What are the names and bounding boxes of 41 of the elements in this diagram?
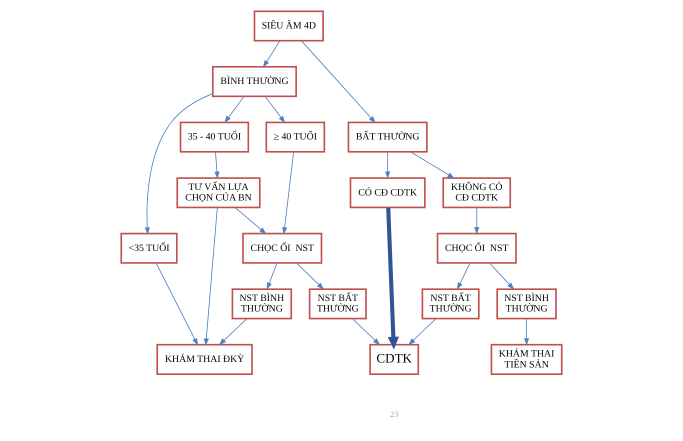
arrow [264, 96, 286, 124]
arrow [218, 318, 248, 346]
arrow [301, 40, 376, 124]
arrow [156, 262, 198, 346]
arrow [234, 207, 267, 234]
node-box: CDTK [369, 344, 420, 375]
arrow [386, 208, 399, 350]
node-box: SIÊU ÂM 4D [254, 10, 324, 42]
node-box: TƯ VẤN LỰA CHỌN CỦA BN [176, 177, 261, 208]
arrow [456, 262, 470, 290]
arrow [144, 93, 214, 235]
arrow [224, 96, 244, 124]
node-box: ≥ 40 TUỔI [266, 122, 326, 153]
arrow [474, 207, 480, 234]
node-box: CHỌC ỐI NST [436, 232, 517, 264]
arrow [408, 318, 436, 346]
arrow [296, 262, 324, 290]
arrow [214, 152, 220, 179]
arrow [204, 207, 218, 346]
arrow [524, 318, 530, 346]
arrow [489, 262, 514, 290]
arrow [266, 262, 278, 290]
node-box: KHÁM THAI ĐKỲ [156, 344, 253, 375]
label: 23 [390, 410, 398, 420]
arrow [410, 152, 455, 179]
node-box: CHỌC ỐI NST [242, 232, 322, 264]
node-box: <35 TUỔI [120, 232, 178, 264]
arrow [262, 40, 280, 68]
node-box: KHÔNG CÓ CĐ CDTK [442, 177, 512, 208]
node-box: 35 - 40 TUỔI [180, 122, 250, 153]
node-box: CÓ CĐ CDTK [350, 177, 426, 208]
arrow [282, 152, 294, 235]
arrow [352, 318, 380, 346]
node-box: NST BÌNH THƯỜNG [496, 288, 557, 320]
node-box: BẤT THƯỜNG [348, 122, 428, 153]
node-box: NST BẤT THƯỜNG [308, 288, 367, 320]
node-box: NST BÌNH THƯỜNG [232, 288, 292, 320]
node-box: KHÁM THAI TIỀN SẢN [490, 344, 563, 375]
arrow [385, 152, 390, 179]
node-box: NST BẤT THƯỜNG [422, 288, 480, 320]
node-box: BÌNH THƯỜNG [212, 66, 297, 98]
